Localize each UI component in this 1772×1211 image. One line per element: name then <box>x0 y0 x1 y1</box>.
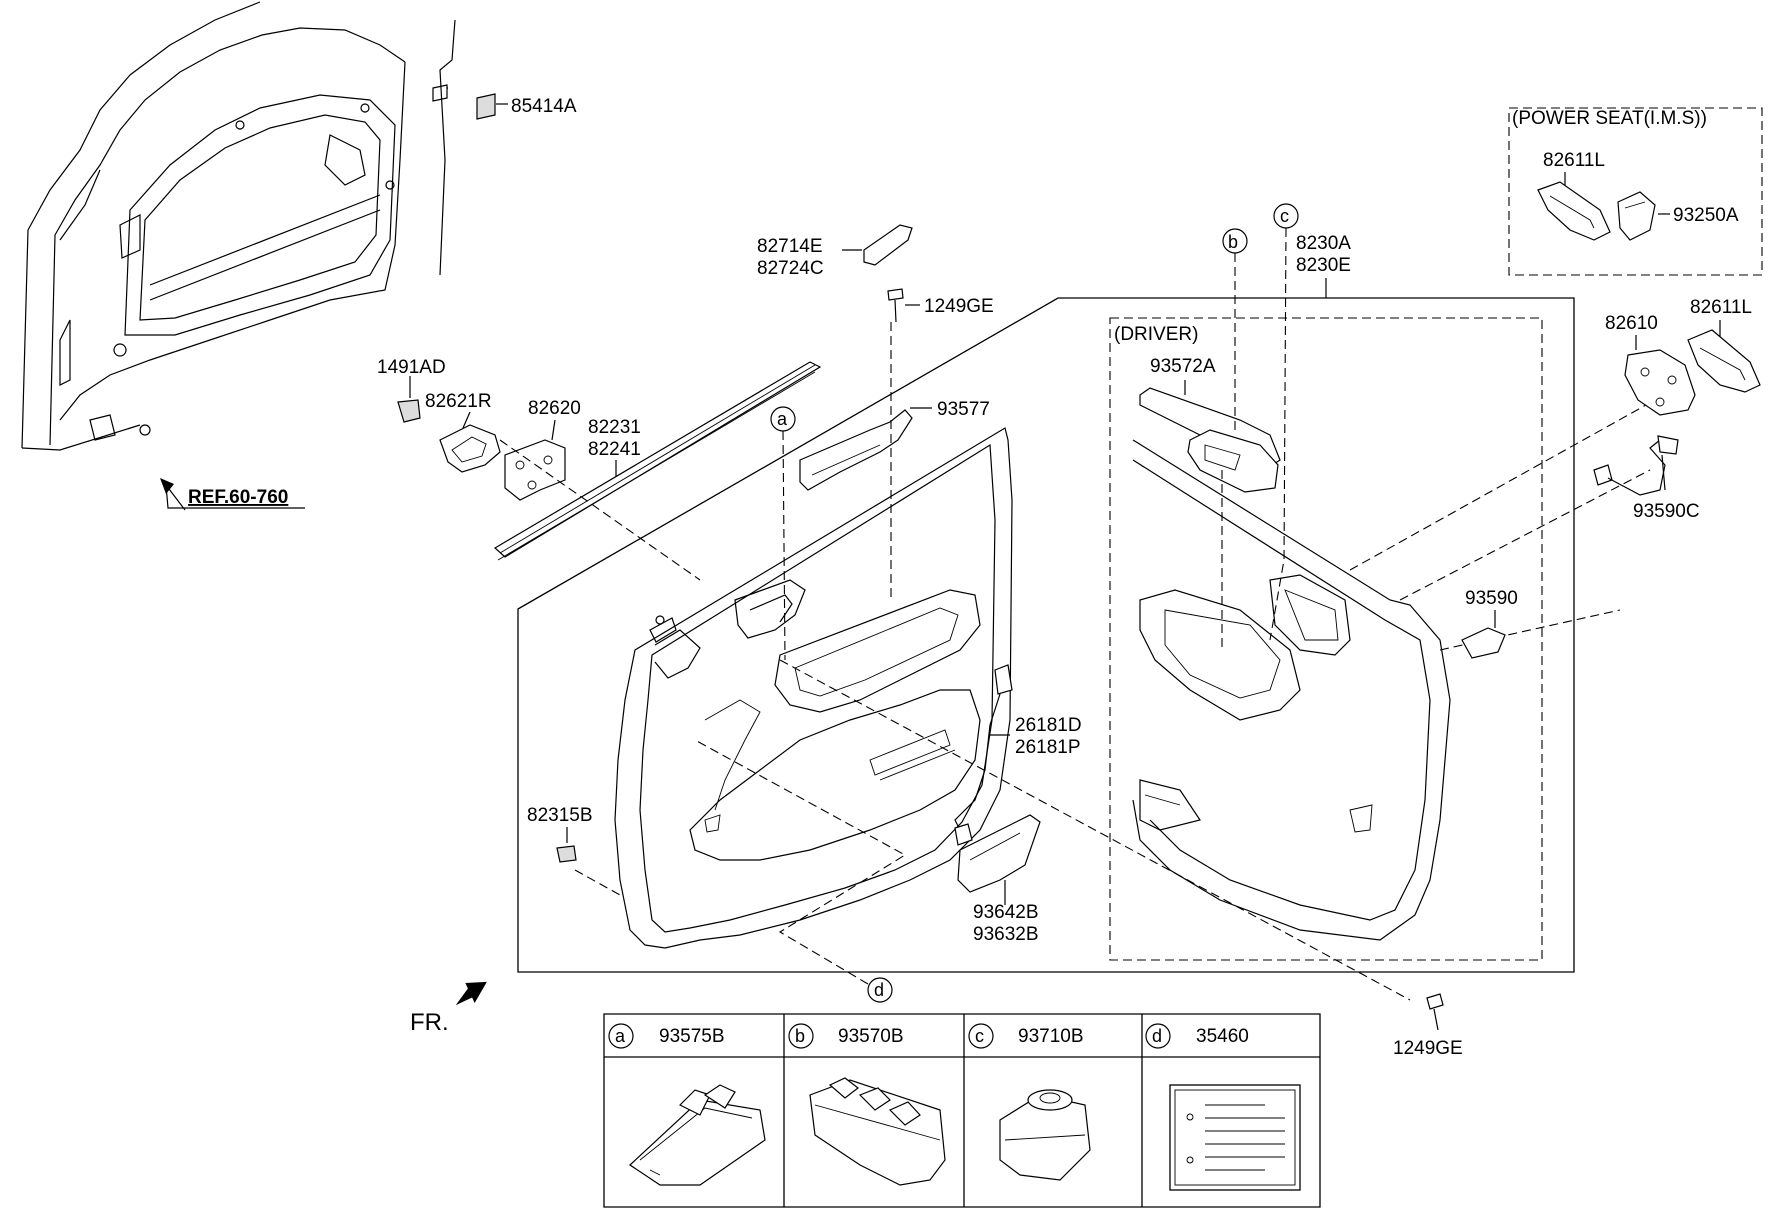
door-trim-box <box>517 297 1575 973</box>
legend-table: a 93575B b 93570B <box>603 1013 1321 1208</box>
label-93250A: 93250A <box>1673 205 1739 226</box>
label-82241: 82241 <box>588 439 641 460</box>
mirror-switch-icon <box>999 1089 1091 1181</box>
label-93590C: 93590C <box>1633 501 1700 522</box>
part-93577: 93577 <box>799 399 990 491</box>
window-switch-icon <box>629 1084 766 1186</box>
label-1491AD: 1491AD <box>377 357 446 378</box>
label-1249GE-bottom: 1249GE <box>1393 1038 1463 1059</box>
legend-b-letter: b <box>795 1026 805 1046</box>
part-82611L-right: 82611L <box>1687 297 1761 393</box>
legend-b-part: 93570B <box>838 1026 904 1047</box>
label-82315B: 82315B <box>527 805 593 826</box>
callout-a: a <box>770 406 796 661</box>
label-93642B: 93642B <box>973 902 1039 923</box>
part-1249GE-top: 1249GE <box>887 288 994 323</box>
label-26181D: 26181D <box>1015 715 1082 736</box>
legend-a-part: 93575B <box>659 1026 725 1047</box>
door-trim-panel <box>614 427 1013 949</box>
power-seat-box: (POWER SEAT(I.M.S)) 82611L 93250A <box>1508 107 1763 276</box>
label-1249GE-top: 1249GE <box>924 296 994 317</box>
label-82724C: 82724C <box>757 258 824 279</box>
label-sheet-icon <box>1169 1084 1301 1191</box>
label-85414A: 85414A <box>511 96 577 117</box>
driver-door-trim-panel <box>1132 439 1451 941</box>
label-93590: 93590 <box>1465 588 1518 609</box>
legend-cell-a: a 93575B <box>608 1023 766 1186</box>
ref-label: REF.60-760 <box>188 487 288 508</box>
label-8230A: 8230A <box>1296 233 1351 254</box>
label-8230E: 8230E <box>1296 255 1351 276</box>
driver-title: (DRIVER) <box>1114 324 1198 345</box>
legend-cell-d: d 35460 <box>1145 1023 1301 1191</box>
label-82610: 82610 <box>1605 313 1658 334</box>
label-82611L-right: 82611L <box>1690 297 1752 318</box>
front-direction-indicator: FR. <box>410 981 487 1036</box>
label-82621R: 82621R <box>425 391 492 412</box>
driver-box: (DRIVER) <box>1109 317 1543 961</box>
part-82315B: 82315B <box>527 805 593 863</box>
part-93590: 93590 <box>1461 588 1518 659</box>
label-82714E: 82714E <box>757 236 823 257</box>
label-93572A: 93572A <box>1150 356 1216 377</box>
label-93577: 93577 <box>937 399 990 420</box>
part-93572A: 93572A <box>1139 356 1281 493</box>
callout-a-letter: a <box>777 409 788 429</box>
label-93632B: 93632B <box>973 924 1039 945</box>
part-1491AD: 1491AD <box>377 357 446 423</box>
legend-c-part: 93710B <box>1018 1026 1084 1047</box>
legend-d-part: 35460 <box>1196 1026 1249 1047</box>
legend-c-letter: c <box>975 1026 984 1046</box>
legend-cell-b: b 93570B <box>788 1023 946 1186</box>
legend-d-letter: d <box>1152 1026 1162 1046</box>
ref-callout: REF.60-760 <box>160 478 305 511</box>
label-82611L-box: 82611L <box>1543 150 1605 171</box>
part-1249GE-bottom: 1249GE <box>1393 993 1463 1059</box>
door-frame-illustration <box>21 1 456 451</box>
part-93642B: 93642B 93632B <box>957 814 1041 945</box>
label-82231: 82231 <box>588 417 641 438</box>
part-93590C: 93590C <box>1593 435 1700 522</box>
part-82620: 82620 <box>504 398 581 501</box>
part-82714E: 82714E 82724C <box>757 224 913 279</box>
master-window-switch-icon <box>809 1077 946 1186</box>
label-82620: 82620 <box>528 398 581 419</box>
callout-b-letter: b <box>1228 232 1238 252</box>
part-26181D: 26181D 26181P <box>954 664 1082 846</box>
part-8230A: 8230A 8230E <box>1296 233 1351 298</box>
part-82621R: 82621R <box>425 391 501 473</box>
part-82610: 82610 <box>1605 313 1696 416</box>
legend-cell-c: c 93710B <box>968 1023 1091 1181</box>
part-82231-82241: 82231 82241 <box>493 361 822 561</box>
callout-b: b <box>1221 228 1248 650</box>
legend-a-letter: a <box>615 1026 626 1046</box>
front-label: FR. <box>410 1009 449 1036</box>
power-seat-title: (POWER SEAT(I.M.S)) <box>1512 108 1707 129</box>
callout-d-letter: d <box>874 980 884 1000</box>
callout-c: c <box>1269 203 1299 641</box>
callout-c-letter: c <box>1280 206 1289 226</box>
part-85414A: 85414A <box>476 93 577 120</box>
callout-d: d <box>694 739 907 1003</box>
label-26181P: 26181P <box>1015 737 1081 758</box>
